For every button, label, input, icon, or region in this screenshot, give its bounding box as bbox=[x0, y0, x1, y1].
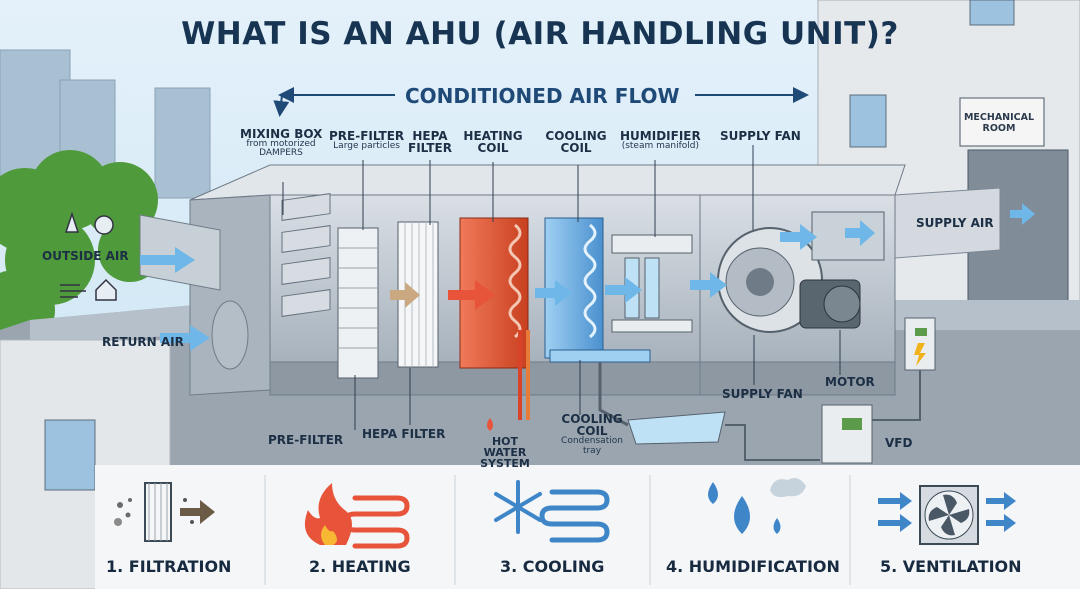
fan-icon bbox=[878, 485, 1016, 545]
outside-air-icons bbox=[60, 211, 117, 301]
label-hepa-filter-bottom: HEPA FILTER bbox=[362, 427, 446, 441]
steps-panel bbox=[95, 465, 1080, 589]
pre-filter-panel bbox=[337, 227, 379, 379]
label-pre-filter-sub: Large particles bbox=[333, 141, 400, 152]
supply-fan-unit bbox=[717, 211, 885, 333]
drain-pan bbox=[549, 349, 651, 363]
label-mixing-box-sub: from motorized DAMPERS bbox=[246, 139, 316, 159]
step-heating: 2. HEATING bbox=[309, 557, 411, 576]
label-pre-filter-bottom: PRE-FILTER bbox=[268, 433, 344, 447]
condensation-tray bbox=[627, 411, 726, 445]
step-cooling: 3. COOLING bbox=[500, 557, 605, 576]
airflow-arrows bbox=[140, 203, 1035, 351]
building-sign: MECHANICAL ROOM bbox=[963, 112, 1035, 134]
step-humidification: 4. HUMIDIFICATION bbox=[666, 557, 840, 576]
label-heating-coil-top: HEATING COIL bbox=[463, 129, 523, 156]
label-pre-filter-top: PRE-FILTER Large particles bbox=[329, 129, 405, 152]
page-title: WHAT IS AN AHU (AIR HANDLING UNIT)? bbox=[181, 16, 899, 52]
label-humidifier-sub: (steam manifold) bbox=[621, 141, 699, 152]
flame-icon bbox=[304, 483, 352, 545]
label-cooling-coil-bottom: COOLING COIL Condensation tray bbox=[552, 413, 632, 456]
label-mixing-box: MIXING BOX from motorized DAMPERS bbox=[240, 127, 323, 159]
water-drops-icon bbox=[708, 478, 806, 534]
label-hot-water-system: HOT WATER SYSTEM bbox=[480, 435, 530, 471]
cooling-coil-icon bbox=[539, 489, 610, 543]
label-motor: MOTOR bbox=[825, 375, 875, 389]
snowflake-icon bbox=[494, 480, 542, 534]
flow-label: CONDITIONED AIR FLOW bbox=[405, 84, 680, 108]
label-supply-fan-bottom: SUPPLY FAN bbox=[722, 387, 803, 401]
label-vfd: VFD bbox=[885, 436, 913, 450]
label-humidifier: HUMIDIFIER (steam manifold) bbox=[620, 129, 701, 152]
hot-water-drop-icon bbox=[487, 418, 493, 431]
heating-coil-icon bbox=[342, 495, 410, 549]
step-filtration: 1. FILTRATION bbox=[106, 557, 232, 576]
label-supply-fan-top: SUPPLY FAN bbox=[720, 129, 801, 143]
label-cooling-coil-top: COOLING COIL bbox=[545, 129, 607, 156]
step-ventilation: 5. VENTILATION bbox=[880, 557, 1022, 576]
filtration-icon bbox=[114, 482, 215, 542]
motor-unit bbox=[799, 279, 861, 329]
label-return-air: RETURN AIR bbox=[102, 335, 184, 349]
humidifier-manifold bbox=[611, 234, 693, 333]
label-outside-air: OUTSIDE AIR bbox=[42, 249, 129, 263]
leader-lines bbox=[282, 145, 841, 430]
label-supply-air: SUPPLY AIR bbox=[916, 216, 994, 230]
vfd-box bbox=[821, 404, 873, 464]
mixing-dampers bbox=[281, 193, 331, 317]
return-air-opening bbox=[211, 300, 249, 370]
label-hepa-filter-top: HEPA FILTER bbox=[408, 129, 452, 156]
label-condensation-tray: Condensation tray bbox=[561, 436, 623, 456]
